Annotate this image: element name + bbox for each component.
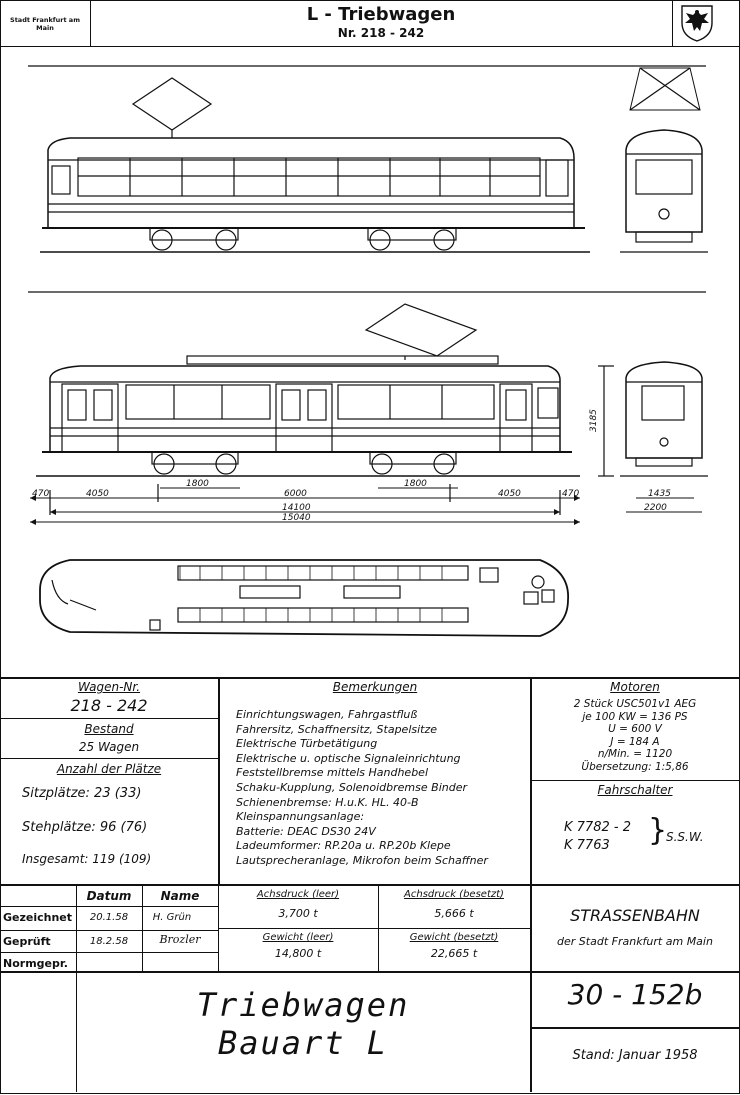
sitzplaetze: Sitzplätze: 23 (33) (22, 786, 142, 801)
brace-icon: } (648, 813, 668, 848)
drawing-number: 30 - 152b (567, 978, 703, 1011)
dim-2200: 2200 (644, 503, 667, 513)
motor-line: n/Min. = 1120 (597, 748, 673, 761)
company-city: der Stadt Frankfurt am Main (557, 935, 713, 948)
dim-1800-left: 1800 (186, 479, 209, 489)
dim-1435: 1435 (648, 489, 671, 499)
col-datum: Datum (86, 889, 132, 903)
bemerkung-line: Elektrische u. optische Signaleinrichtun… (236, 751, 461, 765)
dim-15040: 15040 (282, 513, 311, 523)
stehplaetze: Stehplätze: 96 (76) (22, 820, 148, 835)
dim-3185: 3185 (589, 409, 599, 432)
motoren-label: Motoren (610, 680, 660, 694)
drawing-title-line1: Triebwagen (196, 986, 410, 1024)
row-normgepr-label: Normgepr. (3, 957, 68, 970)
bestand-label: Bestand (84, 722, 134, 736)
bemerkung-line: Einrichtungswagen, Fahrgastfluß (236, 708, 418, 721)
dim-470-right: 470 (562, 489, 579, 499)
motor-line: Übersetzung: 1:5,86 (581, 760, 689, 773)
motor-line: J = 184 A (610, 735, 660, 748)
bestand-value: 25 Wagen (78, 740, 140, 754)
bemerkungen-label: Bemerkungen (332, 680, 418, 694)
fahrschalter-label: Fahrschalter (597, 783, 673, 797)
achsdruck-besetzt-value: 5,666 t (434, 907, 474, 920)
bemerkung-line: Schaku-Kupplung, Solenoidbremse Binder (236, 780, 467, 794)
tram-drawings: 470 4050 1800 6000 1800 4050 470 14100 1… (28, 65, 708, 637)
wagen-nr-label: Wagen-Nr. (77, 680, 141, 694)
bemerkung-line: Kleinspannungsanlage: (236, 810, 365, 824)
gewicht-besetzt-label: Gewicht (besetzt) (409, 932, 499, 943)
row-geprueft-label: Geprüft (3, 935, 51, 948)
page-subtitle: Nr. 218 - 242 (337, 26, 425, 40)
bemerkung-line: Batterie: DEAC DS30 24V (236, 824, 376, 838)
dim-470-left: 470 (32, 489, 49, 499)
company-name: STRASSENBAHN (570, 906, 700, 925)
bemerkung-line: Fahrersitz, Schaffnersitz, Stapelsitze (236, 722, 438, 736)
insgesamt: Insgesamt: 119 (109) (22, 852, 152, 866)
row-geprueft-datum: 18.2.58 (89, 936, 129, 947)
bemerkung-line: Elektrische Türbetätigung (236, 737, 378, 751)
achsdruck-besetzt-label: Achsdruck (besetzt) (404, 889, 504, 900)
gewicht-leer-value: 14,800 t (274, 947, 322, 960)
bemerkung-line: Feststellbremse mittels Handhebel (236, 766, 429, 780)
row-gezeichnet-label: Gezeichnet (3, 911, 73, 924)
achsdruck-leer-value: 3,700 t (278, 907, 318, 920)
motor-line: je 100 KW = 136 PS (582, 710, 688, 723)
bemerkung-line: Ladeumformer: RP.20a u. RP.20b Klepe (236, 839, 451, 853)
dim-6000: 6000 (284, 489, 307, 499)
bemerkung-line: Lautsprecheranlage, Mikrofon beim Schaff… (236, 853, 488, 867)
dim-14100: 14100 (282, 503, 311, 513)
header-org: Stadt Frankfurt am Main (10, 16, 80, 32)
dim-1800-right: 1800 (404, 479, 427, 489)
drawing-stand: Stand: Januar 1958 (572, 1048, 698, 1063)
plaetze-label: Anzahl der Plätze (56, 762, 162, 776)
row-gezeichnet-datum: 20.1.58 (89, 912, 129, 923)
bemerkung-line: Schienenbremse: H.u.K. HL. 40-B (236, 795, 419, 809)
bemerkungen-list: Einrichtungswagen, Fahrgastfluß Fahrersi… (236, 708, 528, 869)
coat-of-arms-icon (681, 5, 713, 42)
wagen-nr-value: 218 - 242 (70, 696, 148, 715)
drawing-title-line2: Bauart L (217, 1024, 389, 1062)
row-gezeichnet-name: H. Grün (152, 912, 192, 923)
motor-line: U = 600 V (608, 723, 662, 736)
achsdruck-leer-label: Achsdruck (leer) (256, 889, 340, 900)
fahrschalter-maker: S.S.W. (666, 830, 704, 844)
dim-4050-right: 4050 (498, 489, 521, 499)
gewicht-leer-label: Gewicht (leer) (262, 932, 334, 943)
page-title: L - Triebwagen (306, 4, 456, 25)
col-name: Name (160, 889, 200, 903)
motor-line: 2 Stück USC501v1 AEG (573, 698, 697, 710)
fahrschalter-line1: K 7782 - 2 (564, 820, 631, 835)
dim-4050-left: 4050 (86, 489, 109, 499)
motoren-list: 2 Stück USC501v1 AEG je 100 KW = 136 PS … (532, 698, 738, 774)
fahrschalter-line2: K 7763 (564, 838, 610, 853)
gewicht-besetzt-value: 22,665 t (430, 947, 478, 960)
row-geprueft-name: Brozler (159, 933, 201, 946)
